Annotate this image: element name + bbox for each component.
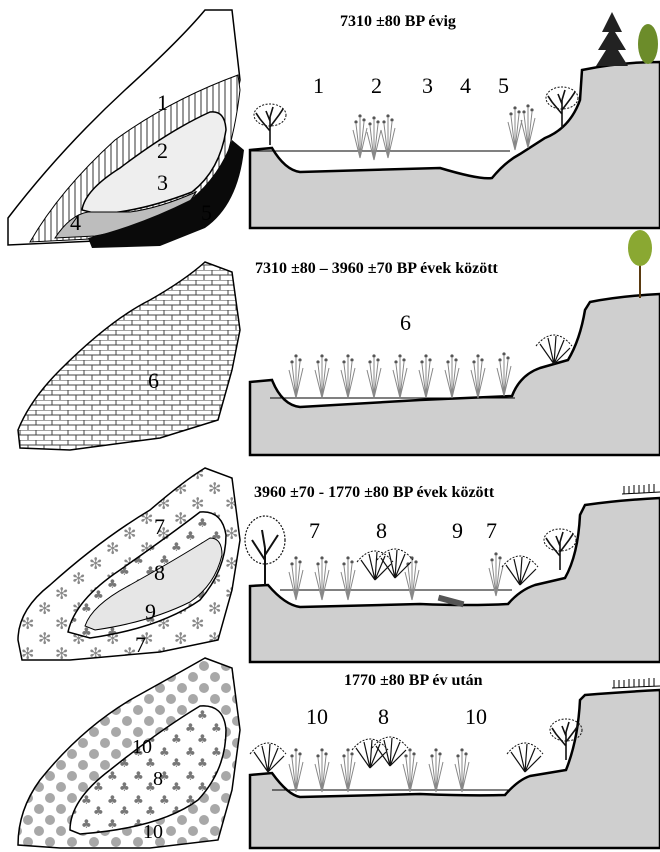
profile-label: 6 [400, 310, 411, 335]
map-label: 10 [132, 736, 152, 758]
reed-icon [315, 556, 329, 600]
reed-icon [315, 748, 329, 792]
map-label: 4 [70, 210, 81, 235]
panel-title: 3960 ±70 - 1770 ±80 BP évek között [254, 484, 495, 501]
reed-icon [508, 106, 522, 150]
map-label: 6 [148, 368, 159, 393]
fence-icon [622, 484, 660, 494]
reed-icon [393, 354, 407, 398]
profile-label: 10 [306, 704, 328, 729]
pine-tree-icon [596, 12, 628, 66]
deciduous-tree-icon [638, 24, 658, 64]
reed-icon [405, 556, 419, 600]
fence-icon [612, 678, 660, 688]
reed-icon [341, 748, 355, 792]
panel-title: 7310 ±80 BP évig [340, 13, 456, 30]
profile-label: 9 [452, 518, 463, 543]
profile-1: 7310 ±80 BP évig 1 2 3 4 5 [250, 12, 660, 228]
profile-3: 3960 ±70 - 1770 ±80 BP évek között [245, 484, 660, 662]
map-label: 8 [154, 560, 165, 585]
panel-4: 10 8 10 1770 ±80 BP év után [18, 658, 660, 848]
map-label: 7 [154, 514, 165, 539]
profile-label: 2 [371, 73, 382, 98]
profile-label: 10 [465, 704, 487, 729]
map-label: 10 [143, 821, 163, 843]
profile-label: 7 [486, 518, 497, 543]
map-label: 3 [157, 170, 168, 195]
profile-label: 5 [498, 73, 509, 98]
reed-icon [289, 556, 303, 600]
reed-icon [367, 116, 381, 160]
tree-icon [502, 556, 538, 585]
map-label: 7 [135, 632, 146, 657]
profile-label: 1 [313, 73, 324, 98]
profile-label: 4 [460, 73, 471, 98]
profile-2: 7310 ±80 – 3960 ±70 BP évek között 6 [250, 230, 660, 455]
panel-2: 6 7310 ±80 – 3960 ±70 BP évek között 6 [18, 230, 660, 455]
reed-icon [471, 354, 485, 398]
reed-icon [419, 354, 433, 398]
tree-icon [254, 104, 286, 145]
map-4: 10 8 10 [18, 658, 240, 848]
reed-icon [341, 556, 355, 600]
map-label: 8 [153, 768, 163, 790]
profile-label: 7 [309, 518, 320, 543]
shrub-icon [352, 739, 388, 768]
reed-icon [289, 748, 303, 792]
map-3: 7 8 9 7 [18, 468, 240, 660]
map-outline-2 [18, 262, 240, 450]
reed-icon [429, 748, 443, 792]
map-label: 1 [157, 90, 168, 115]
reed-icon [521, 104, 535, 148]
profile-label: 3 [422, 73, 433, 98]
profile-label: 8 [378, 704, 389, 729]
reed-icon [489, 552, 503, 596]
tree-icon [245, 516, 285, 585]
map-label: 2 [157, 138, 168, 163]
panel-title: 1770 ±80 BP év után [344, 672, 483, 689]
profile-label: 8 [376, 518, 387, 543]
pine-tree-icon [628, 230, 652, 298]
profile-4: 1770 ±80 BP év után 10 8 [250, 672, 660, 848]
reed-icon [403, 748, 417, 792]
tree-icon [250, 743, 286, 772]
map-1: 1 2 3 4 5 [8, 10, 244, 248]
reed-icon [289, 354, 303, 398]
shrub-icon [357, 551, 393, 580]
reed-icon [445, 354, 459, 398]
reed-icon [455, 748, 469, 792]
panel-title: 7310 ±80 – 3960 ±70 BP évek között [255, 260, 499, 277]
map-label: 5 [201, 200, 212, 225]
panel-3: 7 8 9 7 3960 ±70 - 1770 ±80 BP évek közö… [18, 468, 660, 662]
reed-icon [497, 352, 511, 396]
reed-icon [367, 354, 381, 398]
tree-icon [507, 743, 543, 772]
map-label: 9 [145, 599, 156, 624]
panel-1: 1 2 3 4 5 7310 ±80 BP évig 1 2 3 4 5 [8, 10, 660, 248]
ground-profile [250, 62, 660, 228]
reed-icon [341, 354, 355, 398]
reed-icon [315, 354, 329, 398]
map-2: 6 [18, 262, 240, 450]
